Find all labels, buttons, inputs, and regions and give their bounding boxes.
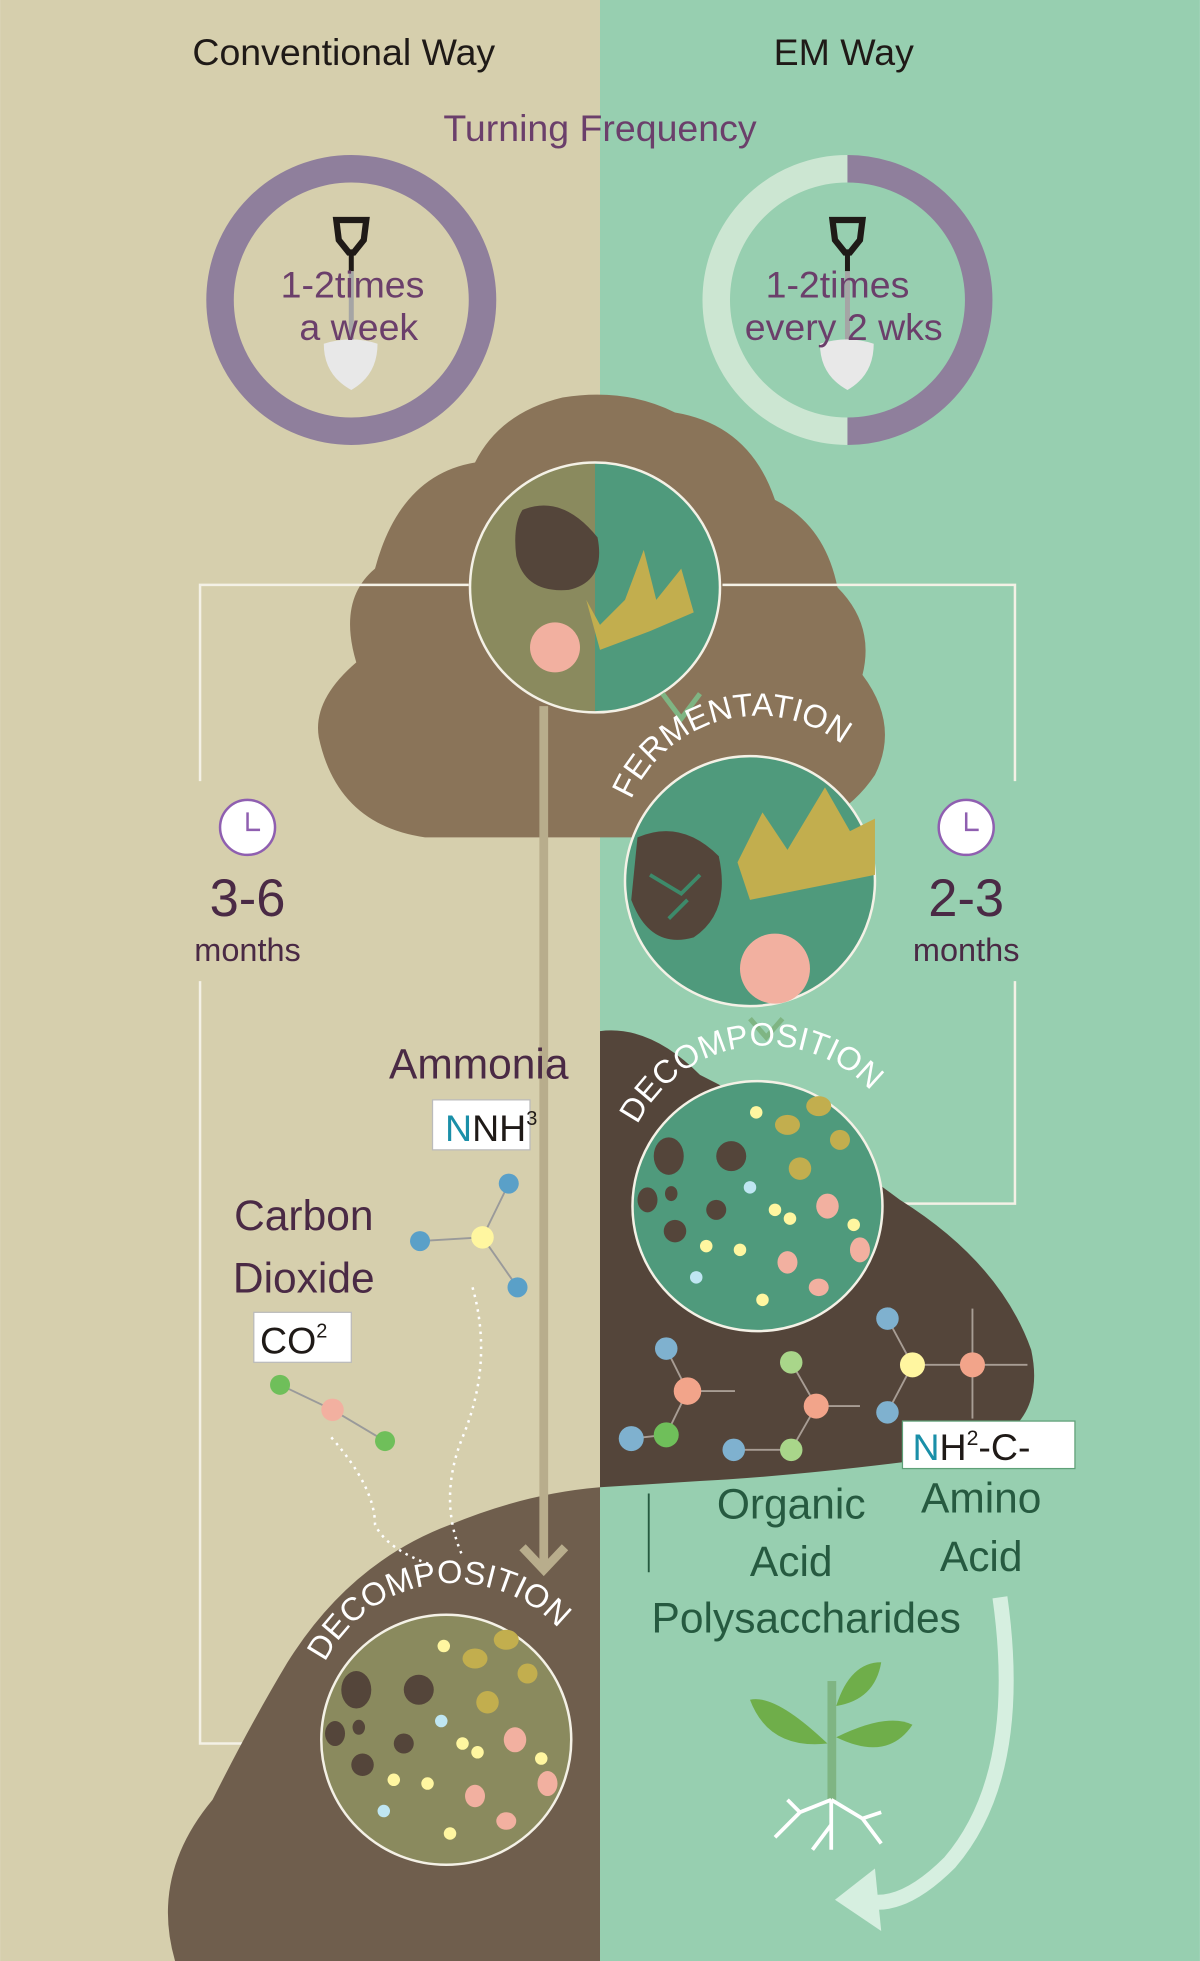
em-duration-unit: months xyxy=(913,932,1020,968)
em-decomposition-circle xyxy=(631,1079,884,1333)
em-frequency-ring: 1-2times every 2 wks xyxy=(702,154,993,445)
formula-h: H xyxy=(940,1426,967,1468)
em-duration: 2-3 months xyxy=(913,798,1020,968)
raw-material-circle xyxy=(468,461,722,714)
shovel-icon xyxy=(323,216,378,390)
arrow-down-icon xyxy=(748,1016,785,1042)
amino-acid-line2: Acid xyxy=(940,1534,1023,1581)
conventional-molecules xyxy=(270,1173,528,1566)
amino-acid-line1: Amino xyxy=(921,1475,1041,1522)
formula-n: N xyxy=(912,1426,939,1468)
em-molecules xyxy=(618,1307,1028,1462)
conventional-way-title: Conventional Way xyxy=(192,31,495,73)
fermentation-circle xyxy=(623,754,877,1008)
arrow-down-icon xyxy=(660,692,702,723)
conventional-frequency-ring: 1-2times a week xyxy=(206,154,497,445)
formula-rest: -C- xyxy=(978,1426,1030,1468)
conventional-frequency-line1: 1-2times xyxy=(281,263,425,305)
leaf-debris-icon xyxy=(586,549,694,650)
co2-formula-box xyxy=(253,1311,352,1363)
conventional-frequency-line2: a week xyxy=(299,306,418,348)
em-frequency-line1: 1-2times xyxy=(766,263,910,305)
nutrient-flow-arrow xyxy=(834,1596,1014,1932)
soil-clump-icon xyxy=(515,505,600,591)
nh3-formula-box xyxy=(431,1099,531,1151)
nh3-formula: NNH3 xyxy=(445,1107,537,1149)
carbon-dioxide-line2: Dioxide xyxy=(233,1255,375,1302)
co2-formula: CO2 xyxy=(260,1320,327,1362)
formula-sub: 2 xyxy=(967,1426,979,1450)
organic-acid-line1: Organic xyxy=(717,1482,866,1529)
ammonia-label: Ammonia xyxy=(389,1042,569,1089)
organic-acid-line2: Acid xyxy=(750,1539,833,1586)
turning-frequency-title: Turning Frequency xyxy=(443,107,756,149)
amino-formula-box: NH2-C- xyxy=(901,1420,1076,1470)
conventional-flow-arrow xyxy=(519,706,569,1577)
conventional-duration-unit: months xyxy=(194,932,301,968)
em-frequency-line2: every 2 wks xyxy=(745,306,943,348)
plant-sprout-icon xyxy=(749,1662,913,1851)
shovel-icon xyxy=(819,216,874,390)
polysaccharides-label: Polysaccharides xyxy=(652,1595,961,1642)
em-duration-value: 2-3 xyxy=(928,869,1004,928)
conventional-duration: 3-6 months xyxy=(194,798,301,968)
svg-text:NH2-C-: NH2-C- xyxy=(912,1426,1030,1468)
conventional-duration-value: 3-6 xyxy=(210,869,286,928)
conventional-decomposition-circle xyxy=(320,1613,573,1867)
carbon-dioxide-line1: Carbon xyxy=(234,1193,373,1240)
em-way-title: EM Way xyxy=(774,31,914,73)
food-scrap-icon xyxy=(530,622,581,673)
